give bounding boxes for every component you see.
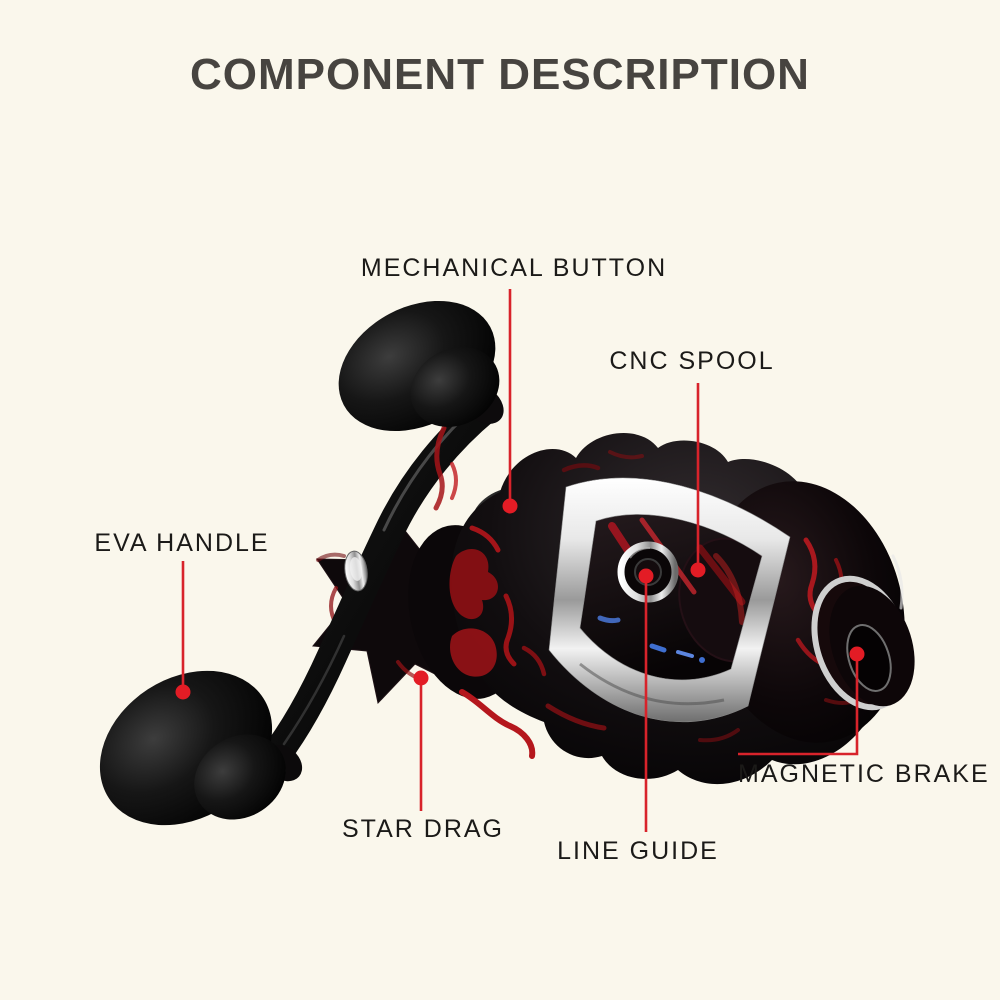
eva-knob-top	[338, 300, 504, 432]
cnc-spool-dot	[690, 562, 706, 578]
magnetic-brake-leader	[738, 646, 865, 756]
chin-sheen	[579, 662, 725, 706]
magnetic-brake-dot	[849, 646, 865, 662]
label-eva-handle: EVA HANDLE	[94, 529, 270, 557]
line-guide-leader	[638, 568, 654, 832]
line-guide-dot	[638, 568, 654, 584]
cnc-spool-leader	[690, 383, 706, 578]
magnetic-brake-port	[811, 575, 915, 711]
star-drag-dot	[413, 670, 429, 686]
mechanical-button-dot	[502, 498, 518, 514]
eva-handle-leader	[175, 561, 191, 700]
blue-glints	[597, 615, 705, 663]
mechanical-button-leader	[502, 289, 518, 514]
label-magnetic-brake: MAGNETIC BRAKE	[738, 760, 990, 788]
eva-knob-bottom	[99, 670, 303, 826]
label-line-guide: LINE GUIDE	[557, 837, 719, 865]
spool-window-frame	[548, 477, 791, 723]
handle-nut	[344, 550, 368, 592]
star-drag-leader	[413, 670, 429, 811]
eva-handle-dot	[175, 684, 191, 700]
label-star-drag: STAR DRAG	[342, 815, 504, 843]
label-cnc-spool: CNC SPOOL	[609, 347, 775, 375]
page-title: COMPONENT DESCRIPTION	[190, 50, 810, 99]
label-mechanical-button: MECHANICAL BUTTON	[360, 254, 668, 282]
